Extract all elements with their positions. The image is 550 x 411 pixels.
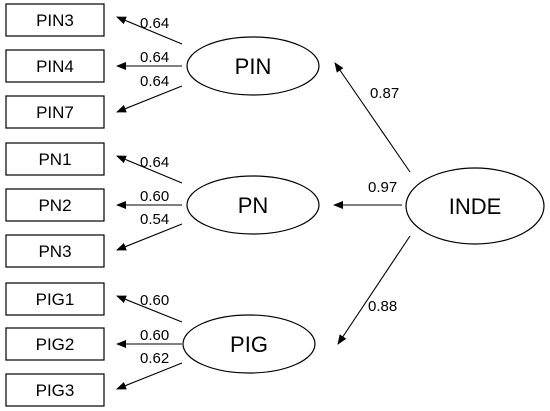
indicator-box-pn3: PN3 — [5, 234, 105, 268]
indicator-label-pin4: PIN4 — [36, 57, 74, 76]
factor-label-inde: INDE — [449, 194, 502, 219]
factor-label-pig: PIG — [230, 332, 268, 357]
indicator-label-pin3: PIN3 — [36, 11, 74, 30]
loading-value-pig-pig1: 0.60 — [140, 292, 169, 309]
factor-ellipse-pn: PN — [186, 175, 320, 235]
factor-label-pin: PIN — [235, 54, 272, 79]
indicator-box-pig2: PIG2 — [5, 327, 105, 361]
indicator-label-pig2: PIG2 — [36, 335, 75, 354]
factor-ellipse-inde: INDE — [405, 167, 545, 245]
factor-ellipse-pin: PIN — [186, 36, 320, 96]
loading-arrow-pn-pn1 — [116, 155, 183, 184]
loading-value-pn-pn2: 0.60 — [140, 188, 169, 205]
path-arrow-inde-pin — [334, 62, 411, 173]
indicator-box-pin7: PIN7 — [5, 95, 105, 129]
factor-label-pn: PN — [238, 193, 269, 218]
indicator-box-pin4: PIN4 — [5, 49, 105, 83]
loading-value-pn-pn1: 0.64 — [140, 154, 169, 171]
loading-value-pig-pig3: 0.62 — [140, 350, 169, 367]
indicator-box-pn2: PN2 — [5, 188, 105, 222]
loading-value-pin-pin7: 0.64 — [140, 73, 169, 90]
indicator-box-pig3: PIG3 — [5, 373, 105, 407]
loading-arrow-pig-pig1 — [116, 295, 183, 323]
path-arrow-inde-pig — [337, 235, 411, 345]
loading-arrow-pn-pn3 — [116, 223, 183, 251]
indicator-label-pn1: PN1 — [38, 150, 71, 169]
indicator-box-pin3: PIN3 — [5, 3, 105, 37]
loading-arrow-pin-pin7 — [116, 85, 183, 113]
indicator-label-pig3: PIG3 — [36, 381, 75, 400]
loading-value-pig-pig2: 0.60 — [140, 327, 169, 344]
path-value-inde-pn: 0.97 — [368, 179, 397, 196]
indicator-label-pig1: PIG1 — [36, 290, 75, 309]
loading-value-pin-pin3: 0.64 — [140, 15, 169, 32]
factor-ellipse-pig: PIG — [182, 314, 316, 374]
indicator-label-pn3: PN3 — [38, 242, 71, 261]
indicator-label-pin7: PIN7 — [36, 103, 74, 122]
loading-arrow-pin-pin3 — [116, 16, 183, 45]
loading-value-pn-pn3: 0.54 — [140, 211, 169, 228]
indicator-box-pig1: PIG1 — [5, 282, 105, 316]
loading-arrow-pig-pig3 — [116, 362, 183, 390]
indicator-label-pn2: PN2 — [38, 196, 71, 215]
indicator-box-pn1: PN1 — [5, 142, 105, 176]
path-value-inde-pin: 0.87 — [370, 85, 399, 102]
path-value-inde-pig: 0.88 — [368, 298, 397, 315]
loading-value-pin-pin4: 0.64 — [140, 49, 169, 66]
